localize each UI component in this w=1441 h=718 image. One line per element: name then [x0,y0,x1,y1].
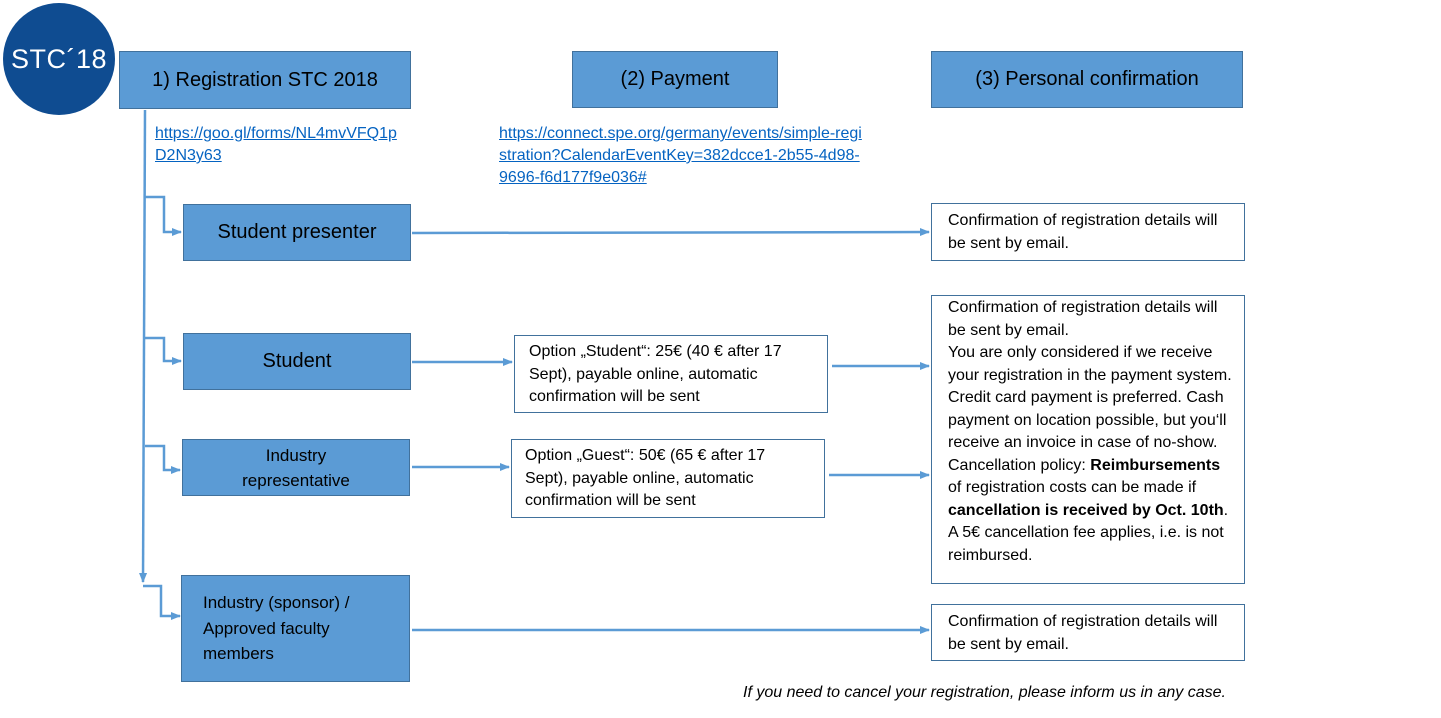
payment-link[interactable]: https://connect.spe.org/germany/events/s… [499,125,862,186]
category-student-presenter: Student presenter [183,204,411,261]
confirmation-paid: Confirmation of registration details wil… [931,295,1245,584]
cancellation-policy: Cancellation policy: Reimbursements of r… [948,455,1234,568]
branch-student-presenter [145,195,182,236]
category-industry-rep: Industry representative [182,439,410,496]
confirmation-presenter: Confirmation of registration details wil… [931,203,1245,261]
arrow-presenter-confirm [411,228,930,237]
footer-note: If you need to cancel your registration,… [743,684,1226,701]
policy-label: Cancellation policy: [948,456,1091,474]
category-student-presenter-label: Student presenter [217,221,377,243]
payment-option-student: Option „Student“: 25€ (40 € after 17 Sep… [514,335,828,413]
stc-logo: STC´18 [3,3,115,115]
header-confirmation: (3) Personal confirmation [931,51,1243,108]
header-payment: (2) Payment [572,51,778,108]
confirmation-sponsor-text: Confirmation of registration details wil… [948,613,1218,653]
confirmation-presenter-text: Confirmation of registration details wil… [948,212,1218,252]
category-student: Student [183,333,411,390]
policy-mid: of registration costs can be made if [948,479,1197,496]
category-industry-sponsor-label: Industry (sponsor) / Approved faculty me… [203,593,350,664]
payment-option-guest: Option „Guest“: 50€ (65 € after 17 Sept)… [511,439,825,518]
category-student-label: Student [262,350,332,372]
registration-form-link[interactable]: https://goo.gl/forms/NL4mvVFQ1pD2N3y63 [155,125,397,164]
branch-industry-sponsor [143,584,181,620]
header-confirmation-label: (3) Personal confirmation [975,68,1199,90]
branch-student [145,336,182,365]
confirmation-paid-intro: Confirmation of registration details wil… [948,299,1218,339]
logo-text: STC´18 [10,43,108,74]
branch-industry-rep [145,444,181,474]
header-registration-label: 1) Registration STC 2018 [152,68,378,91]
policy-end: . A 5€ cancellation fee applies, i.e. is… [948,501,1229,564]
confirmation-sponsor: Confirmation of registration details wil… [931,604,1245,661]
policy-bold-deadline: cancellation is received by Oct. 10th [948,501,1224,519]
category-industry-sponsor: Industry (sponsor) / Approved faculty me… [181,575,410,682]
policy-bold-reimbursements: Reimbursements [1090,456,1221,474]
confirmation-paid-consider: You are only considered if we receive yo… [948,344,1232,451]
payment-option-student-text: Option „Student“: 25€ (40 € after 17 Sep… [529,343,782,405]
header-payment-label: (2) Payment [620,68,730,90]
category-industry-rep-label: Industry representative [242,445,350,490]
payment-option-guest-text: Option „Guest“: 50€ (65 € after 17 Sept)… [525,447,766,509]
spine-line [139,109,148,583]
header-registration: 1) Registration STC 2018 [119,51,411,109]
